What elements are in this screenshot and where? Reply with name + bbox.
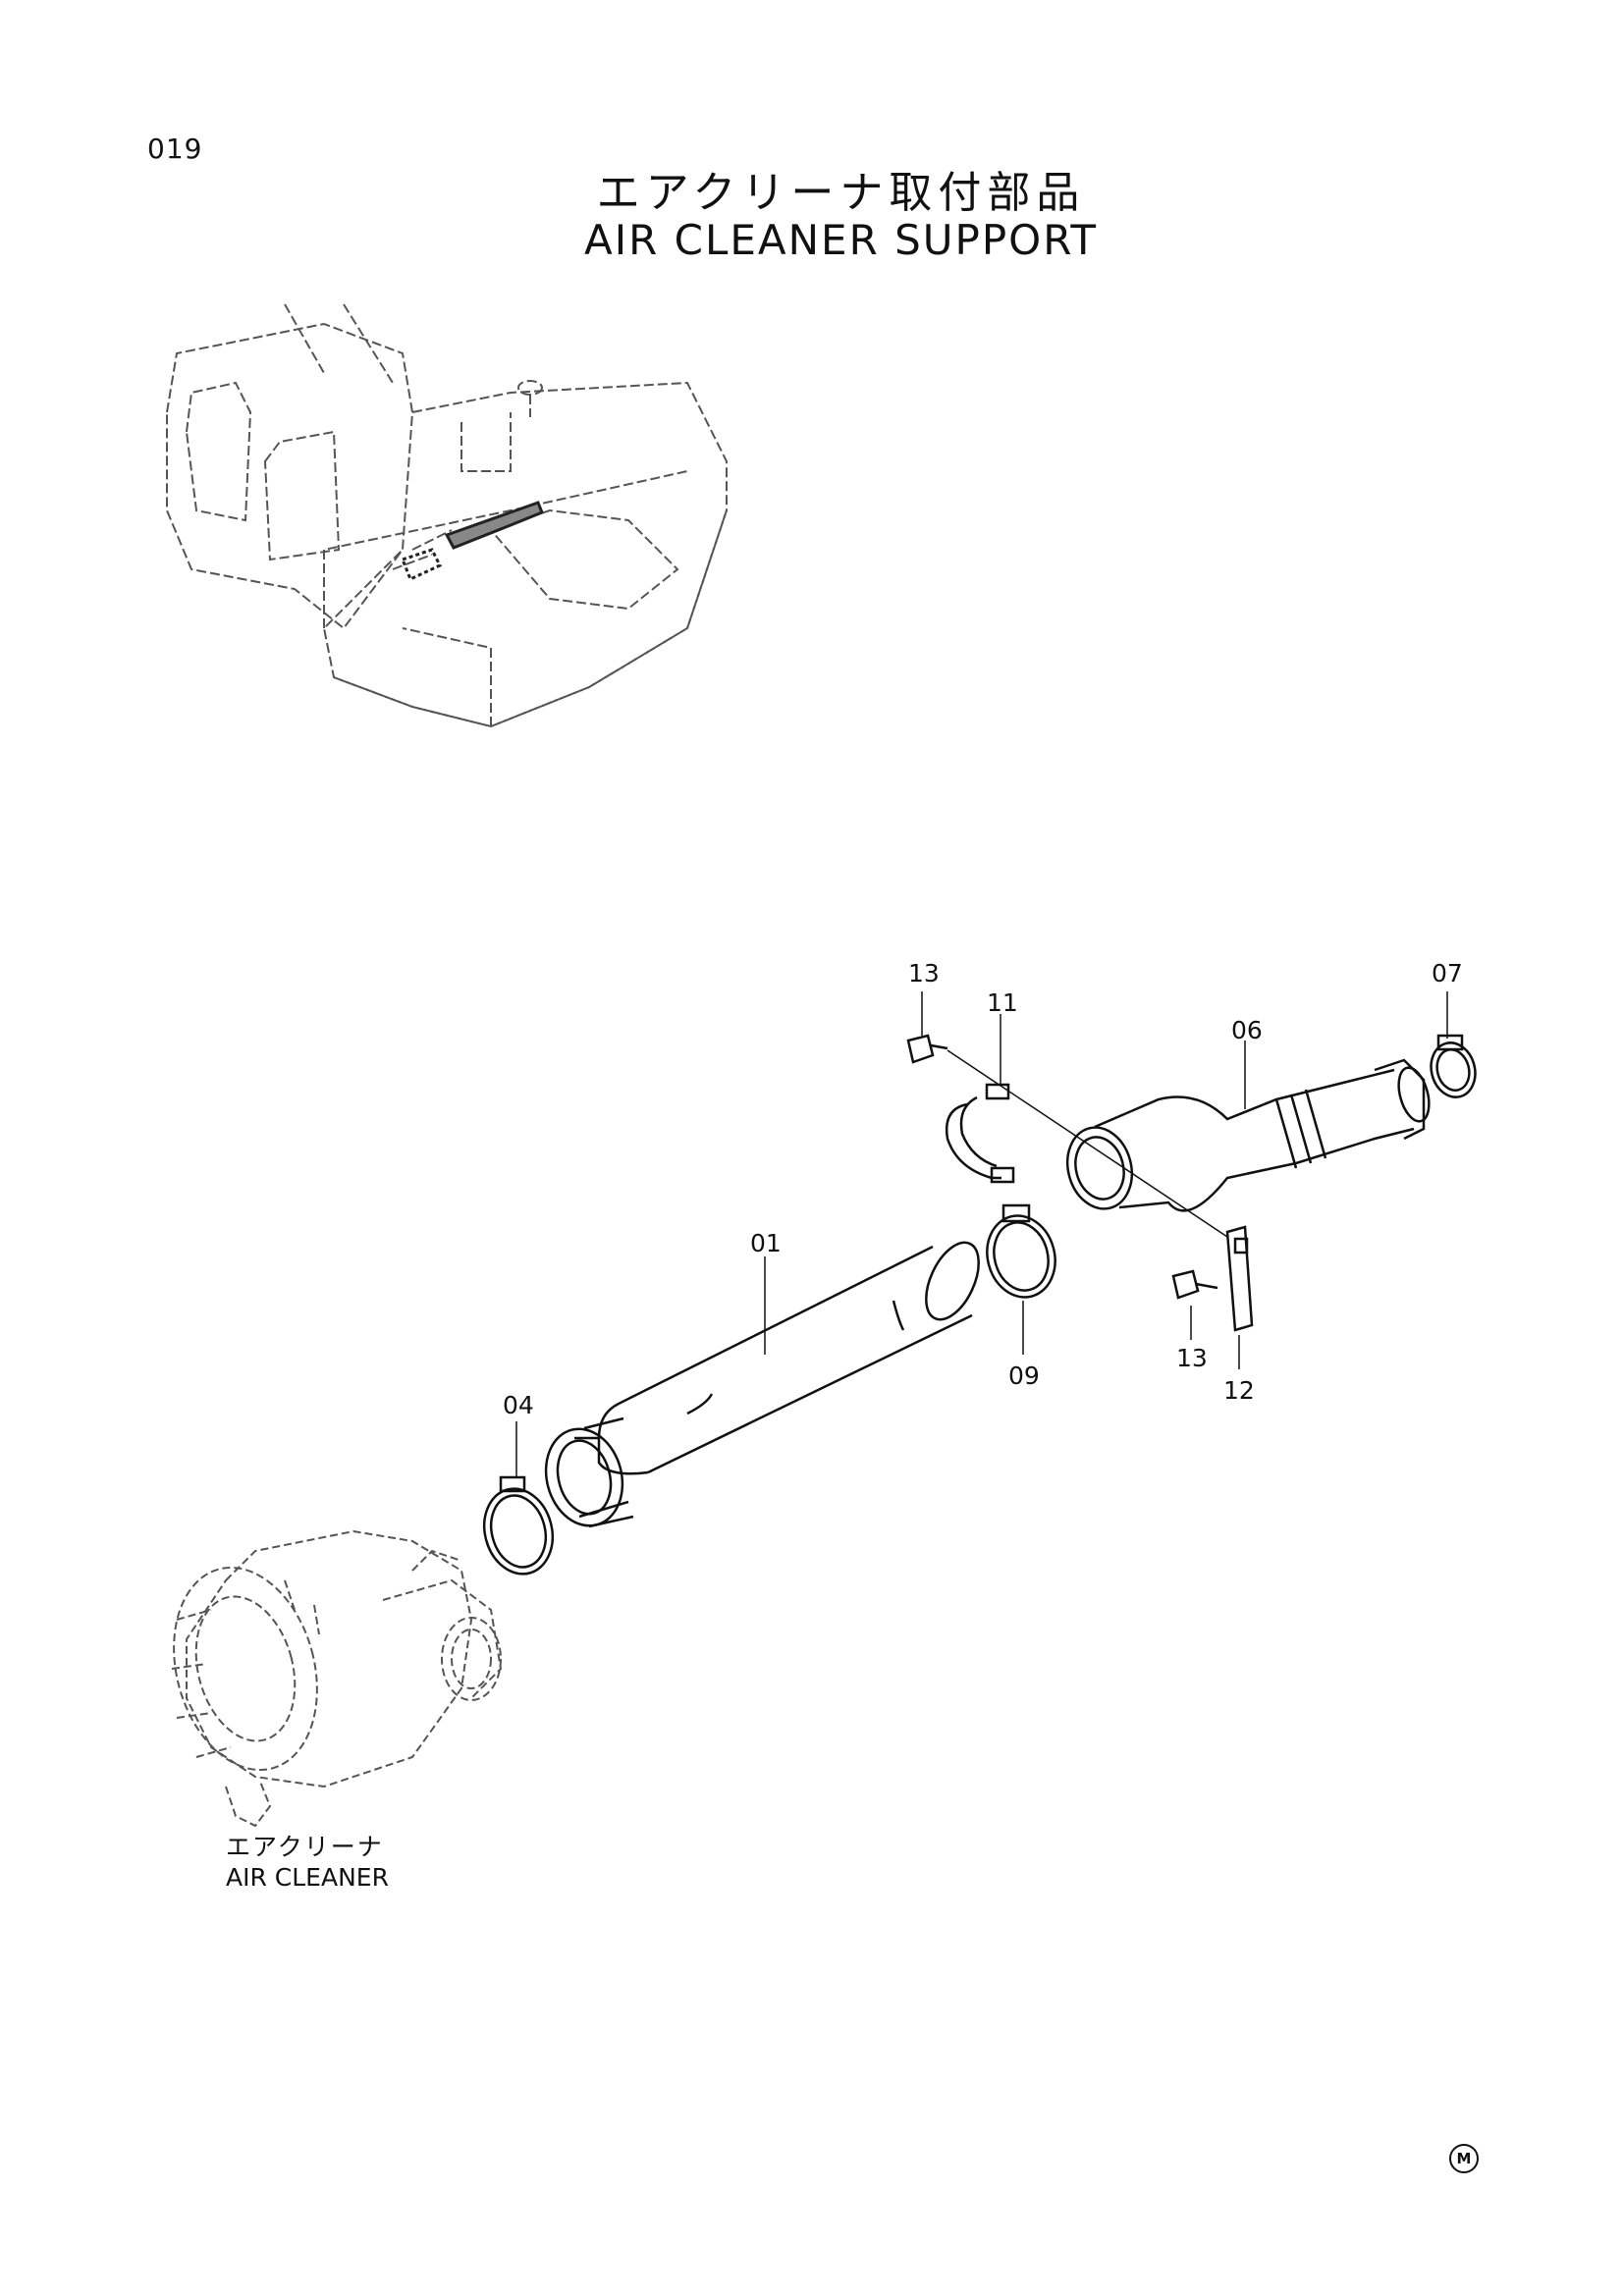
callout-13-upper: 13 <box>908 959 940 988</box>
hatched-location-highlight <box>401 501 544 582</box>
title-english: AIR CLEANER SUPPORT <box>583 216 1099 264</box>
hose-part-01 <box>544 1241 980 1528</box>
callout-13-lower: 13 <box>1176 1344 1208 1372</box>
air-cleaner-label-english: AIR CLEANER <box>226 1863 389 1892</box>
callout-04: 04 <box>503 1391 534 1419</box>
excavator-overview-illustration <box>166 303 728 728</box>
title-japanese: エアクリーナ取付部品 <box>596 168 1086 218</box>
clamp-part-04 <box>482 1475 555 1575</box>
leader-lines <box>515 991 1448 1477</box>
assembly-line <box>947 1049 1228 1238</box>
bracket-part-12 <box>1225 1225 1254 1332</box>
callout-06: 06 <box>1231 1016 1263 1044</box>
callout-12: 12 <box>1223 1376 1255 1405</box>
callout-09: 09 <box>1008 1362 1040 1390</box>
callout-labels: 13 11 06 07 01 09 04 13 12 <box>503 959 1463 1419</box>
m-mark-icon: M <box>1449 2144 1479 2173</box>
clamp-part-07 <box>1430 1034 1477 1098</box>
callout-01: 01 <box>750 1229 782 1257</box>
page-code: 019 <box>147 133 203 165</box>
callout-11: 11 <box>987 988 1018 1017</box>
bracket-part-11 <box>945 1083 1015 1184</box>
hose-part-06 <box>1065 1058 1431 1212</box>
bolt-part-13-upper <box>906 1034 948 1064</box>
air-cleaner-illustration <box>171 1529 503 1828</box>
air-cleaner-label-japanese: エアクリーナ <box>226 1833 384 1861</box>
callout-07: 07 <box>1432 959 1463 988</box>
clamp-part-09 <box>986 1203 1056 1299</box>
bolt-part-13-lower <box>1171 1269 1218 1300</box>
